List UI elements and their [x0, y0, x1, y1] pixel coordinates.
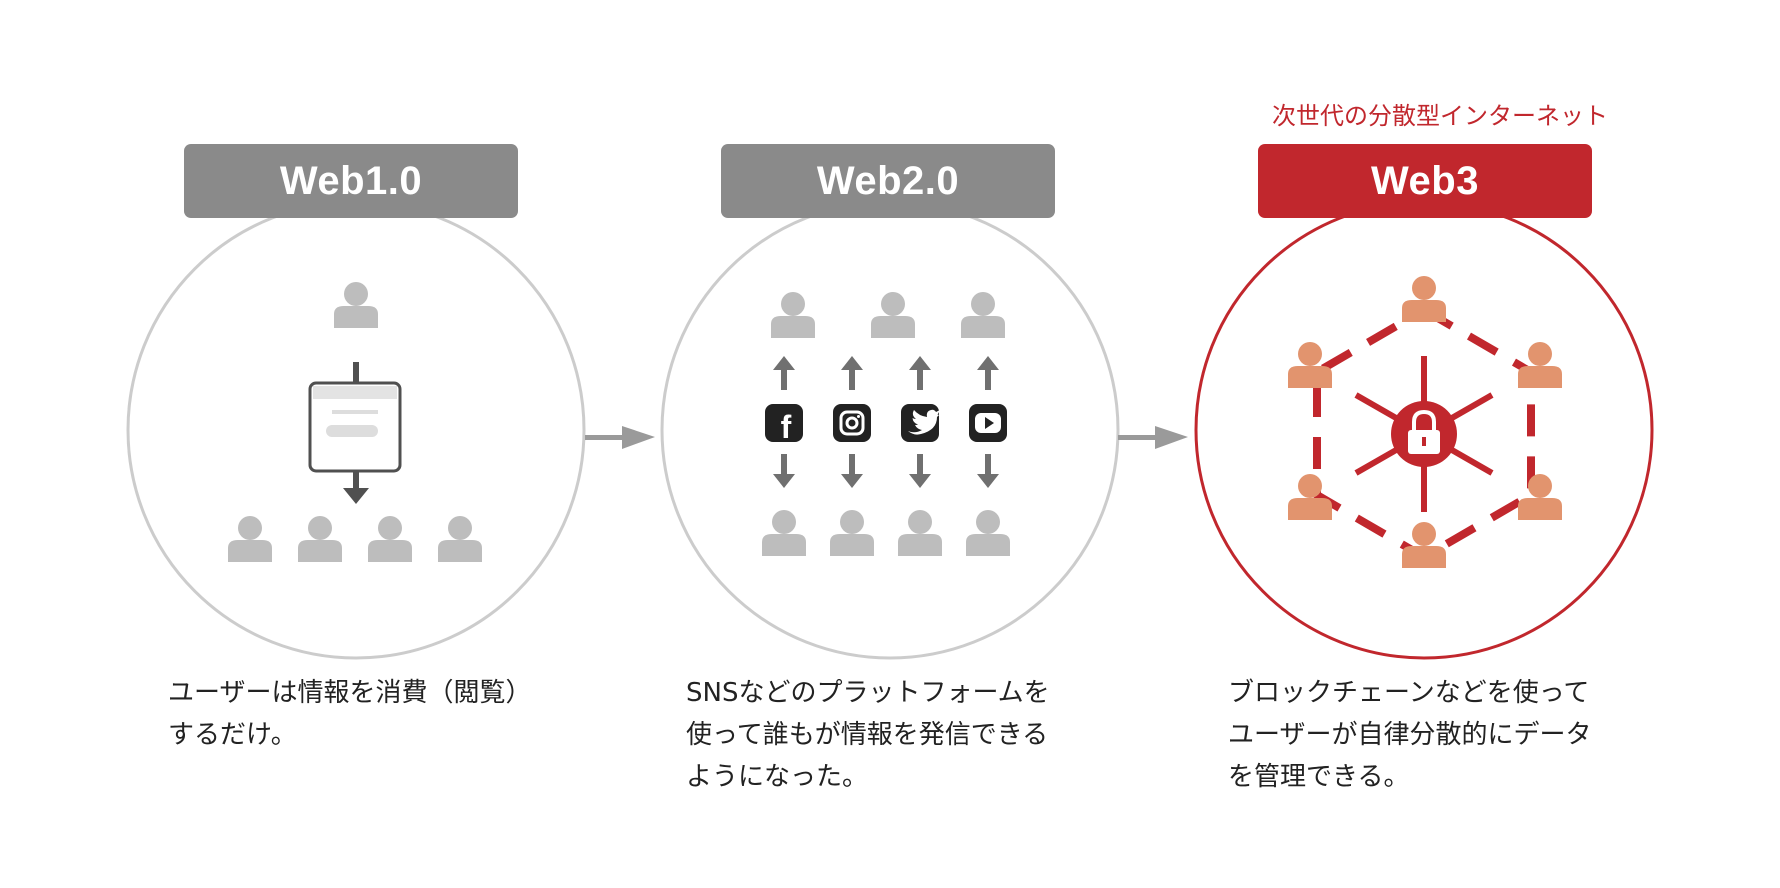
web2-up-arrow-icons — [773, 356, 999, 390]
web2-circle — [660, 200, 1120, 660]
transition-arrow-icon-1 — [585, 426, 655, 449]
web2-top-person-icons — [771, 292, 1005, 338]
web3-description: ブロックチェーンなどを使って ユーザーが自律分散的にデータ を管理できる。 — [1228, 678, 1592, 792]
transition-arrow-icon-2 — [1118, 426, 1188, 449]
web2-bottom-person-icons — [762, 510, 1010, 556]
web2-down-arrow-icons — [773, 454, 999, 488]
twitter-icon — [901, 404, 940, 442]
web1-title-tab: Web1.0 — [184, 144, 518, 218]
youtube-icon — [969, 404, 1007, 442]
web1-description: ユーザーは情報を消費（閲覧） するだけ。 — [168, 678, 532, 750]
svg-text:f: f — [781, 409, 792, 445]
web1-audience-person-icons — [228, 516, 482, 562]
facebook-icon: f — [765, 404, 803, 445]
web1-publisher-person-icon — [334, 282, 378, 328]
lock-icon — [1391, 401, 1457, 467]
web3-title-tab: Web3 — [1258, 144, 1592, 218]
web2-title-tab: Web2.0 — [721, 144, 1055, 218]
web1-title: Web1.0 — [279, 158, 423, 203]
web2-title: Web2.0 — [816, 158, 960, 203]
web2-description: SNSなどのプラットフォームを 使って誰もが情報を発信できる ようになった。 — [686, 678, 1050, 792]
instagram-icon — [833, 404, 871, 442]
web1-flow-arrow — [343, 362, 369, 504]
web3-title: Web3 — [1371, 158, 1479, 203]
web1-webpage-icon — [308, 381, 402, 473]
web3-subtitle: 次世代の分散型インターネット — [1272, 102, 1608, 130]
